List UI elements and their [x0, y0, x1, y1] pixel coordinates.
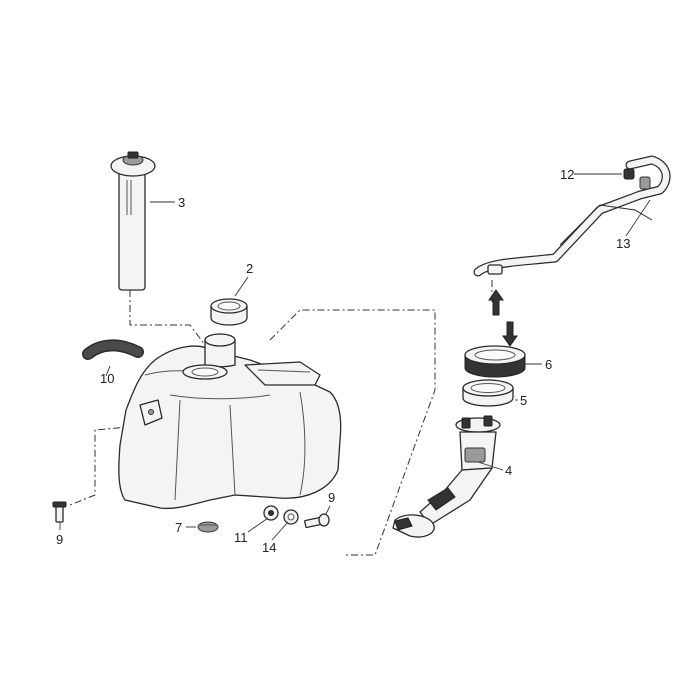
- callout-5: 5: [520, 393, 527, 408]
- drain-plug: [197, 521, 219, 533]
- fuel-tank: [118, 333, 342, 510]
- bolt-right: [304, 513, 330, 529]
- bolt-left: [52, 501, 67, 523]
- callout-6: 6: [545, 357, 552, 372]
- callout-2: 2: [246, 261, 253, 276]
- fuel-pump: [392, 415, 501, 538]
- callout-9-right: 9: [328, 490, 335, 505]
- leader-lines: [59, 173, 651, 541]
- fuel-line: [473, 155, 671, 277]
- callout-9-left: 9: [56, 532, 63, 547]
- callout-13: 13: [616, 236, 630, 251]
- fuel-level-sender: [110, 151, 156, 291]
- assembly-lines: [69, 280, 493, 556]
- callout-labels: 3 2 10 12 13 6 5 4 7 11 14 9 9: [56, 167, 630, 555]
- seal-ring: [462, 379, 514, 407]
- callout-7: 7: [175, 520, 182, 535]
- callout-14: 14: [262, 540, 276, 555]
- washer-11: [263, 505, 279, 521]
- lock-ring: [464, 345, 526, 378]
- callout-11: 11: [234, 530, 248, 545]
- callout-12: 12: [560, 167, 574, 182]
- filler-cap-ring: [210, 298, 248, 326]
- callout-10: 10: [100, 371, 114, 386]
- direction-arrows: [488, 289, 518, 347]
- washer-14: [283, 509, 299, 525]
- breather-hose: [82, 339, 144, 360]
- callout-3: 3: [178, 195, 185, 210]
- callout-4: 4: [505, 463, 512, 478]
